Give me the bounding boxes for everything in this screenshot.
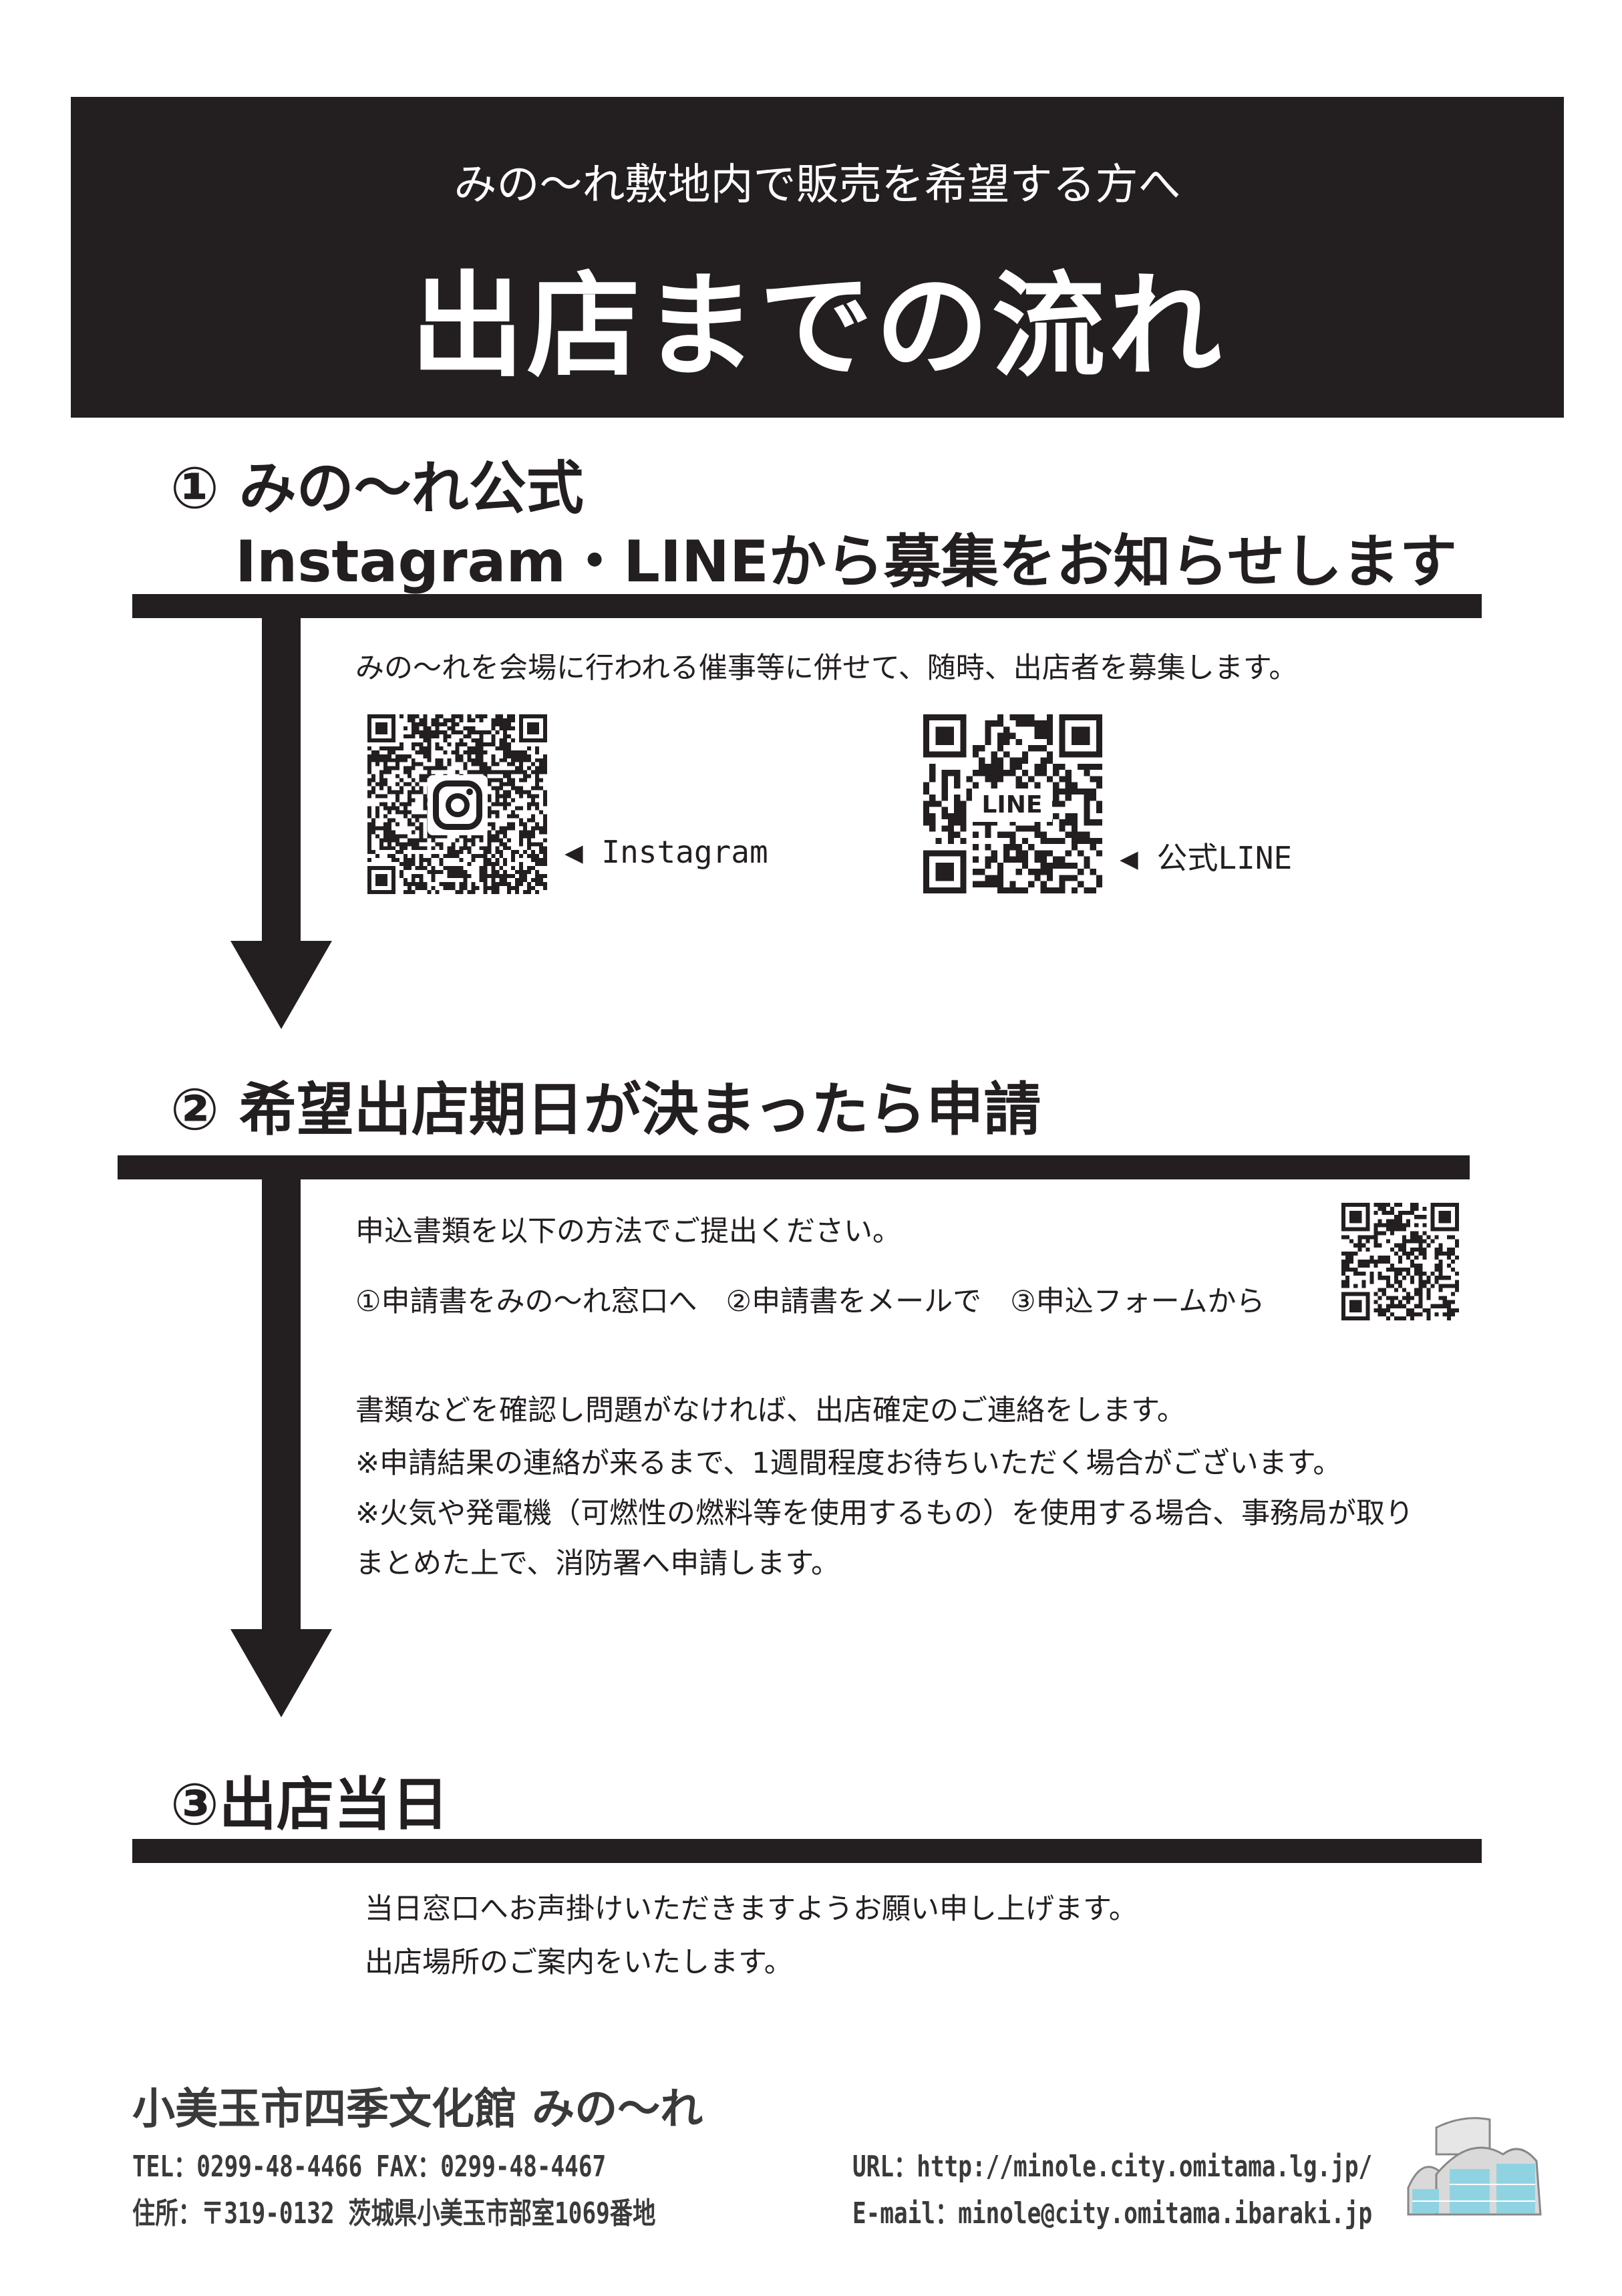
step3-line: 当日窓口へお声掛けいただきますようお願い申し上げます。 bbox=[365, 1892, 1138, 1926]
arrow2-shaft bbox=[262, 1176, 301, 1637]
footer-url[interactable]: URL：http://minole.city.omitama.lg.jp/ bbox=[852, 2150, 1373, 2184]
step3-divider bbox=[132, 1839, 1482, 1863]
line-qr-center-label: LINE bbox=[972, 788, 1052, 822]
footer-org-name: 小美玉市四季文化館 みの〜れ bbox=[132, 2085, 703, 2134]
footer-address: 住所：〒319-0132 茨城県小美玉市部室1069番地 bbox=[132, 2196, 656, 2231]
step2-line: 書類などを確認し問題がなければ、出店確定のご連絡をします。 bbox=[355, 1394, 1186, 1427]
step2-line: 申込書類を以下の方法でご提出ください。 bbox=[355, 1215, 901, 1248]
arrow2-head-icon bbox=[230, 1629, 332, 1717]
step2-line: まとめた上で、消防署へ申請します。 bbox=[355, 1547, 840, 1580]
footer-email[interactable]: E-mail：minole@city.omitama.ibaraki.jp bbox=[852, 2196, 1373, 2231]
step2-line: ①申請書をみの〜れ窓口へ ②申請書をメールで ③申込フォームから bbox=[355, 1285, 1265, 1318]
line-qr-label: ◀ 公式LINE bbox=[1120, 840, 1293, 876]
instagram-qr-label: ◀ Instagram bbox=[564, 834, 768, 870]
building-illustration-icon bbox=[1403, 2114, 1547, 2221]
step1-heading-line1: ① みの〜れ公式 bbox=[170, 455, 584, 522]
title-banner: みの〜れ敷地内で販売を希望する方へ 出店までの流れ bbox=[71, 97, 1564, 418]
step2-line: ※火気や発電機（可燃性の燃料等を使用するもの）を使用する場合、事務局が取り bbox=[355, 1497, 1414, 1530]
step1-divider bbox=[132, 594, 1482, 618]
application-form-qr-code[interactable] bbox=[1340, 1203, 1460, 1320]
arrow1-head-icon bbox=[230, 941, 332, 1029]
instagram-logo-icon bbox=[428, 775, 488, 835]
footer-tel-fax: TEL：0299-48-4466 FAX：0299-48-4467 bbox=[132, 2150, 607, 2184]
step3-heading: ③出店当日 bbox=[170, 1771, 449, 1838]
step2-heading: ② 希望出店期日が決まったら申請 bbox=[170, 1077, 1041, 1143]
arrow1-shaft bbox=[262, 615, 301, 949]
step2-divider bbox=[118, 1155, 1470, 1179]
step1-text: みの〜れを会場に行われる催事等に併せて、随時、出店者を募集します。 bbox=[355, 652, 1298, 685]
banner-subtitle: みの〜れ敷地内で販売を希望する方へ bbox=[454, 160, 1181, 210]
step1-heading-line2: Instagram・LINEから募集をお知らせします bbox=[235, 529, 1457, 595]
step2-line: ※申請結果の連絡が来るまで、1週間程度お待ちいただく場合がございます。 bbox=[355, 1447, 1342, 1480]
step3-line: 出店場所のご案内をいたします。 bbox=[365, 1946, 793, 1979]
banner-title: 出店までの流れ bbox=[410, 261, 1225, 393]
